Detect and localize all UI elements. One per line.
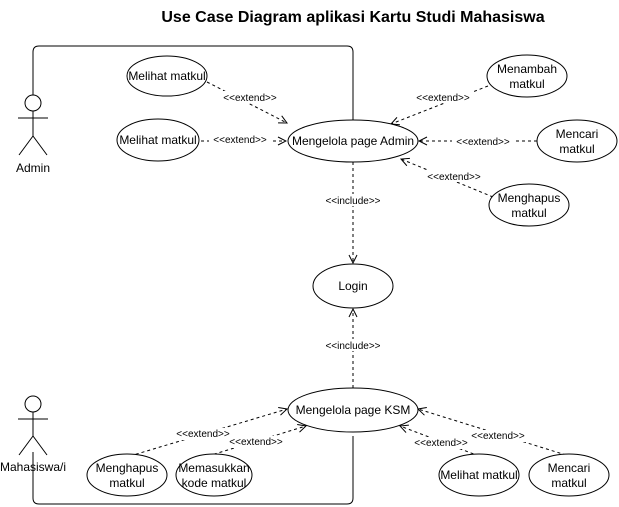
use-case-label-line1: Menambah: [497, 62, 557, 76]
use-case-label-line2: matkul: [109, 476, 144, 490]
use-case-melihat-matkul-admin: Melihat matkul: [116, 118, 200, 162]
use-case-label-line2: matkul: [511, 206, 546, 220]
extend-label-melihat-admin: <<extend>>: [213, 135, 267, 146]
use-case-label-line1: Memasukkan: [178, 461, 249, 475]
actor-label: Admin: [16, 161, 50, 175]
use-case-label: Login: [338, 279, 367, 293]
use-case-label-line1: Menghapus: [498, 191, 561, 205]
admin-association-line: [32, 45, 354, 122]
actor-mahasiswa: Mahasiswa/i: [0, 395, 66, 474]
use-case-mengelola-page-ksm: Mengelola page KSM: [287, 387, 419, 433]
extend-line-menambah: [391, 85, 489, 124]
use-case-mencari-matkul-admin: Mencari matkul: [536, 119, 618, 163]
extend-line-mencari-ksm: [418, 409, 567, 456]
use-case-melihat-matkul-ksm: Melihat matkul: [438, 453, 520, 497]
extend-label-menghapus-ksm: <<extend>>: [176, 429, 230, 440]
actor-label: Mahasiswa/i: [0, 460, 66, 474]
extend-label-mencari-ksm: <<extend>>: [471, 431, 525, 442]
include-label-ksm: <<include>>: [325, 341, 380, 352]
use-case-label-line1: Mencari: [548, 461, 591, 475]
use-case-label-line2: kode matkul: [182, 476, 247, 490]
diagram-title: Use Case Diagram aplikasi Kartu Studi Ma…: [161, 9, 544, 26]
extend-label-melihat-ksm: <<extend>>: [414, 438, 468, 449]
extend-label-menambah: <<extend>>: [416, 93, 470, 104]
extend-label-mencari-admin: <<extend>>: [456, 137, 510, 148]
stick-figure-icon: [18, 94, 48, 156]
use-case-mencari-matkul-ksm: Mencari matkul: [528, 453, 610, 497]
use-case-menambah-matkul: Menambah matkul: [486, 54, 568, 98]
use-case-label-line2: matkul: [509, 77, 544, 91]
use-case-menghapus-matkul-ksm: Menghapus matkul: [86, 453, 168, 497]
extend-label-melihat-top: <<extend>>: [223, 93, 277, 104]
use-case-label: Mengelola page Admin: [292, 134, 414, 148]
use-case-login: Login: [312, 263, 394, 309]
use-case-label: Melihat matkul: [119, 133, 196, 147]
use-case-label: Melihat matkul: [440, 468, 517, 482]
use-case-melihat-matkul-top: Melihat matkul: [126, 55, 208, 97]
include-label-admin: <<include>>: [325, 196, 380, 207]
mahasiswa-association-line: [32, 436, 354, 505]
use-case-label-line1: Menghapus: [96, 461, 159, 475]
extend-line-memasukkan: [207, 426, 306, 457]
use-case-menghapus-matkul-admin: Menghapus matkul: [488, 183, 570, 227]
use-case-label: Melihat matkul: [128, 69, 205, 83]
use-case-memasukkan-kode-matkul: Memasukkan kode matkul: [175, 453, 253, 497]
use-case-label-line2: matkul: [559, 142, 594, 156]
use-case-label-line1: Mencari: [556, 127, 599, 141]
actor-admin: Admin: [16, 94, 50, 175]
use-case-label-line2: matkul: [551, 476, 586, 490]
use-case-mengelola-page-admin: Mengelola page Admin: [287, 119, 419, 163]
extend-label-menghapus-admin: <<extend>>: [427, 172, 481, 183]
stick-figure-icon: [18, 395, 48, 456]
use-case-label: Mengelola page KSM: [296, 403, 411, 417]
extend-label-memasukkan: <<extend>>: [229, 437, 283, 448]
